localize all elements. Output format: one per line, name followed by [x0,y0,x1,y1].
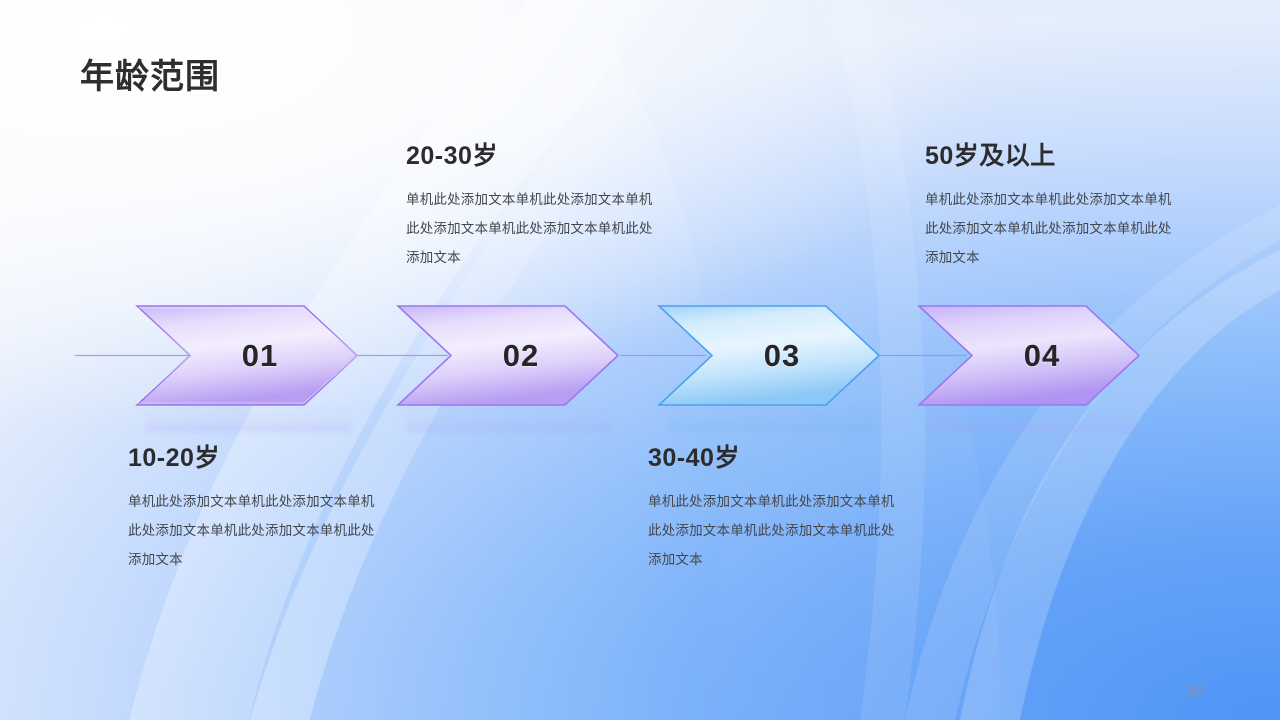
timeline-step-3-chevron[interactable]: 03 [656,305,881,432]
timeline-step-1-body: 单机此处添加文本单机此处添加文本单机此处添加文本单机此处添加文本单机此处添加文本 [128,494,375,568]
page-title: 年龄范围 [80,58,220,96]
timeline-step-1-chevron[interactable]: 01 [134,305,359,432]
timeline-step-2-chevron[interactable]: 02 [395,305,620,432]
timeline-step-4-body: 单机此处添加文本单机此处添加文本单机此处添加文本单机此处添加文本单机此处添加文本 [925,192,1172,266]
page-number: 15 [1188,682,1206,698]
timeline-step-3-heading: 30-40岁 [648,444,740,472]
chevron-shape-purple [134,305,359,406]
timeline-step-1-label: 10-20岁 单机此处添加文本单机此处添加文本单机此处添加文本单机此处添加文本单… [128,438,388,574]
chevron-shape-purple [916,305,1141,406]
timeline-step-2-heading: 20-30岁 [406,142,498,170]
chevron-shape-blue [656,305,881,406]
timeline-step-1-heading: 10-20岁 [128,444,220,472]
timeline-step-2-body: 单机此处添加文本单机此处添加文本单机此处添加文本单机此处添加文本单机此处添加文本 [406,192,653,266]
timeline-step-2-label: 20-30岁 单机此处添加文本单机此处添加文本单机此处添加文本单机此处添加文本单… [406,136,666,272]
chevron-shape-purple [395,305,620,406]
timeline-step-4-chevron[interactable]: 04 [916,305,1141,432]
timeline-step-4-label: 50岁及以上 单机此处添加文本单机此处添加文本单机此处添加文本单机此处添加文本单… [925,136,1185,272]
timeline-step-3-body: 单机此处添加文本单机此处添加文本单机此处添加文本单机此处添加文本单机此处添加文本 [648,494,895,568]
timeline-step-3-label: 30-40岁 单机此处添加文本单机此处添加文本单机此处添加文本单机此处添加文本单… [648,438,908,574]
timeline-step-4-heading: 50岁及以上 [925,142,1056,170]
